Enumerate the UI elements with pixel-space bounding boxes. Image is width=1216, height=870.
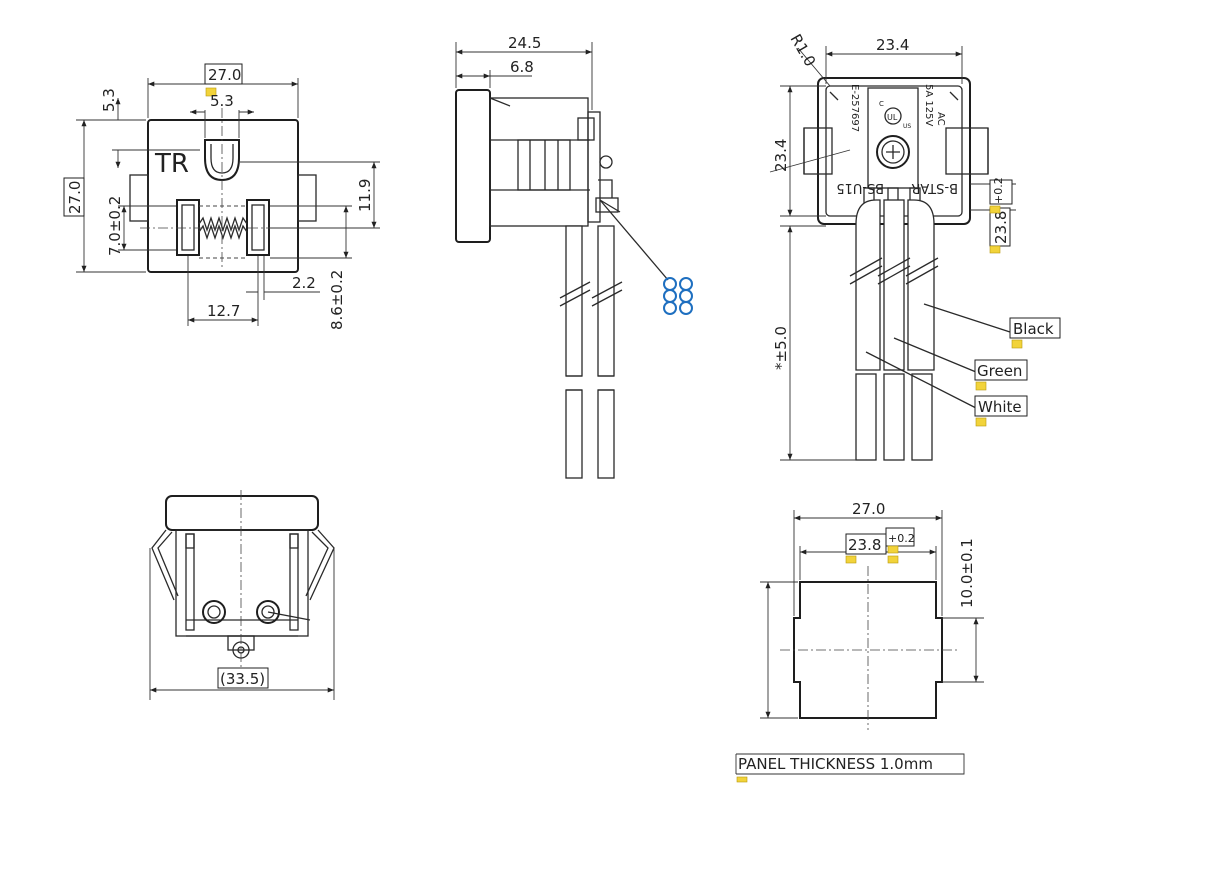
dim-front-height: 27.0 — [66, 181, 84, 214]
dim-side-flange: 6.8 — [510, 58, 534, 76]
us-mark: US — [903, 123, 911, 130]
dim-spring-height: 7.0±0.2 — [106, 196, 124, 256]
dim-pin-spacing: 12.7 — [207, 302, 240, 320]
dim-rear-height-tol-plus: +0.2 — [992, 177, 1005, 204]
cert-marking: E-257697 — [849, 84, 860, 132]
wire-label-white: White — [978, 398, 1022, 416]
side-view: 24.5 6.8 — [455, 34, 693, 479]
bottom-view: (33.5) — [149, 490, 335, 700]
dim-wire-length: *±5.0 — [772, 326, 790, 370]
wire-label-green: Green — [977, 362, 1022, 380]
dim-cutout-width: 27.0 — [852, 500, 885, 518]
brand-marking: B-STAR — [911, 180, 958, 195]
dim-rear-width: 23.4 — [876, 36, 909, 54]
dim-bottom-width: (33.5) — [220, 670, 265, 688]
dim-top-offset: 5.3 — [100, 88, 118, 112]
dim-side-depth: 24.5 — [508, 34, 541, 52]
front-view: TR 27.0 5.3 5.3 27.0 7.0±0.2 11.9 8.6±0.… — [63, 63, 380, 330]
panel-thickness-note: PANEL THICKNESS 1.0mm — [738, 755, 933, 773]
rear-view: UL US C E-257697 5A 125V AC BS-U15 B-STA… — [769, 31, 1061, 461]
dim-pin-offset-x: 2.2 — [292, 274, 316, 292]
ul-mark: UL — [887, 113, 898, 122]
dim-pin-height: 11.9 — [356, 179, 374, 212]
dim-rear-height-tol: 23.8 — [992, 211, 1010, 244]
dim-cutout-height: 10.0±0.1 — [958, 538, 976, 608]
front-marking-tr: TR — [154, 149, 189, 179]
dim-rear-height: 23.4 — [772, 139, 790, 172]
dim-pin-offset-y: 8.6±0.2 — [328, 270, 346, 330]
certification-stamp — [663, 277, 693, 315]
dim-cutout-inner-width: 23.8 — [848, 536, 881, 554]
dim-ground-width: 5.3 — [210, 92, 234, 110]
dim-cutout-inner-tol: +0.2 — [888, 532, 915, 545]
dim-front-width: 27.0 — [208, 66, 241, 84]
wire-label-black: Black — [1013, 320, 1054, 338]
dim-rear-radius: R1.0 — [787, 31, 820, 70]
model-marking: BS-U15 — [836, 180, 884, 195]
c-mark: C — [879, 100, 884, 108]
rating-ac-marking: AC — [935, 112, 946, 126]
rating-marking: 5A 125V — [923, 84, 934, 126]
panel-cutout: 27.0 23.8 +0.2 10.0±0.1 PANEL THICKNESS … — [735, 500, 984, 783]
